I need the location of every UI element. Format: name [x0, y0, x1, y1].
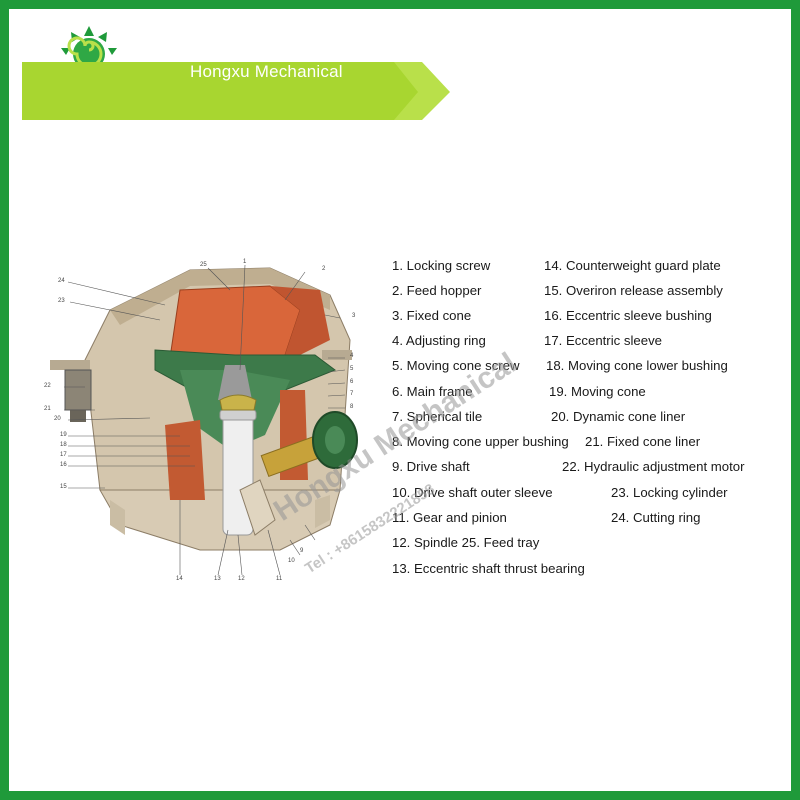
legend-item-13: 13. Eccentric shaft thrust bearing — [392, 561, 585, 576]
legend-item-17: 17. Eccentric sleeve — [544, 333, 663, 348]
cone-crusher-diagram: 25 1 2 24 23 3 4 5 6 7 8 22 21 20 19 18 … — [30, 250, 380, 590]
legend-item-14: 14. Counterweight guard plate — [544, 258, 721, 273]
legend-item-23: 23. Locking cylinder — [611, 485, 728, 500]
callout-10: 10 — [288, 558, 295, 564]
legend-item-4: 4. Adjusting ring — [392, 333, 486, 348]
callout-16: 16 — [60, 462, 67, 468]
legend-item-2: 2. Feed hopper — [392, 283, 482, 298]
callout-21: 21 — [44, 406, 51, 412]
title-banner — [22, 58, 452, 120]
callout-18: 18 — [60, 442, 67, 448]
callout-24: 24 — [58, 278, 65, 284]
callout-2: 2 — [322, 266, 326, 272]
legend-item-15: 15. Overiron release assembly — [544, 283, 723, 298]
legend-item-18: 18. Moving cone lower bushing — [546, 358, 728, 373]
legend-item-11: 11. Gear and pinion — [392, 510, 507, 525]
callout-23: 23 — [58, 298, 65, 304]
callout-6: 6 — [350, 379, 354, 385]
legend-item-20: 20. Dynamic cone liner — [551, 409, 686, 424]
callout-17: 17 — [60, 452, 67, 458]
callout-25: 25 — [200, 262, 207, 268]
legend-item-5: 5. Moving cone screw — [392, 358, 520, 373]
callout-5: 5 — [350, 366, 354, 372]
legend-item-16: 16. Eccentric sleeve bushing — [544, 308, 712, 323]
legend-item-8: 8. Moving cone upper bushing — [392, 434, 569, 449]
legend-item-3: 3. Fixed cone — [392, 308, 472, 323]
legend-item-12: 12. Spindle 25. Feed tray — [392, 535, 540, 550]
callout-19: 19 — [60, 432, 67, 438]
callout-22: 22 — [44, 383, 51, 389]
legend-item-22: 22. Hydraulic adjustment motor — [562, 459, 745, 474]
callout-9: 9 — [300, 548, 304, 554]
callout-14: 14 — [176, 576, 183, 582]
callout-20: 20 — [54, 416, 61, 422]
callout-13: 13 — [214, 576, 221, 582]
legend-item-7: 7. Spherical tile — [392, 409, 483, 424]
legend-item-1: 1. Locking screw — [392, 258, 491, 273]
legend-item-10: 10. Drive shaft outer sleeve — [392, 485, 553, 500]
callout-3: 3 — [352, 313, 356, 319]
banner-title: Hongxu Mechanical — [190, 62, 343, 81]
legend-item-21: 21. Fixed cone liner — [585, 434, 701, 449]
callout-12: 12 — [238, 576, 245, 582]
callout-15: 15 — [60, 484, 67, 490]
callout-11: 11 — [276, 576, 283, 582]
legend-item-24: 24. Cutting ring — [611, 510, 701, 525]
legend-item-19: 19. Moving cone — [549, 384, 646, 399]
callout-4: 4 — [350, 353, 354, 359]
callout-8: 8 — [350, 404, 354, 410]
legend-item-9: 9. Drive shaft — [392, 459, 470, 474]
callout-1: 1 — [243, 259, 247, 265]
legend-item-6: 6. Main frame — [392, 384, 473, 399]
callout-7: 7 — [350, 391, 354, 397]
